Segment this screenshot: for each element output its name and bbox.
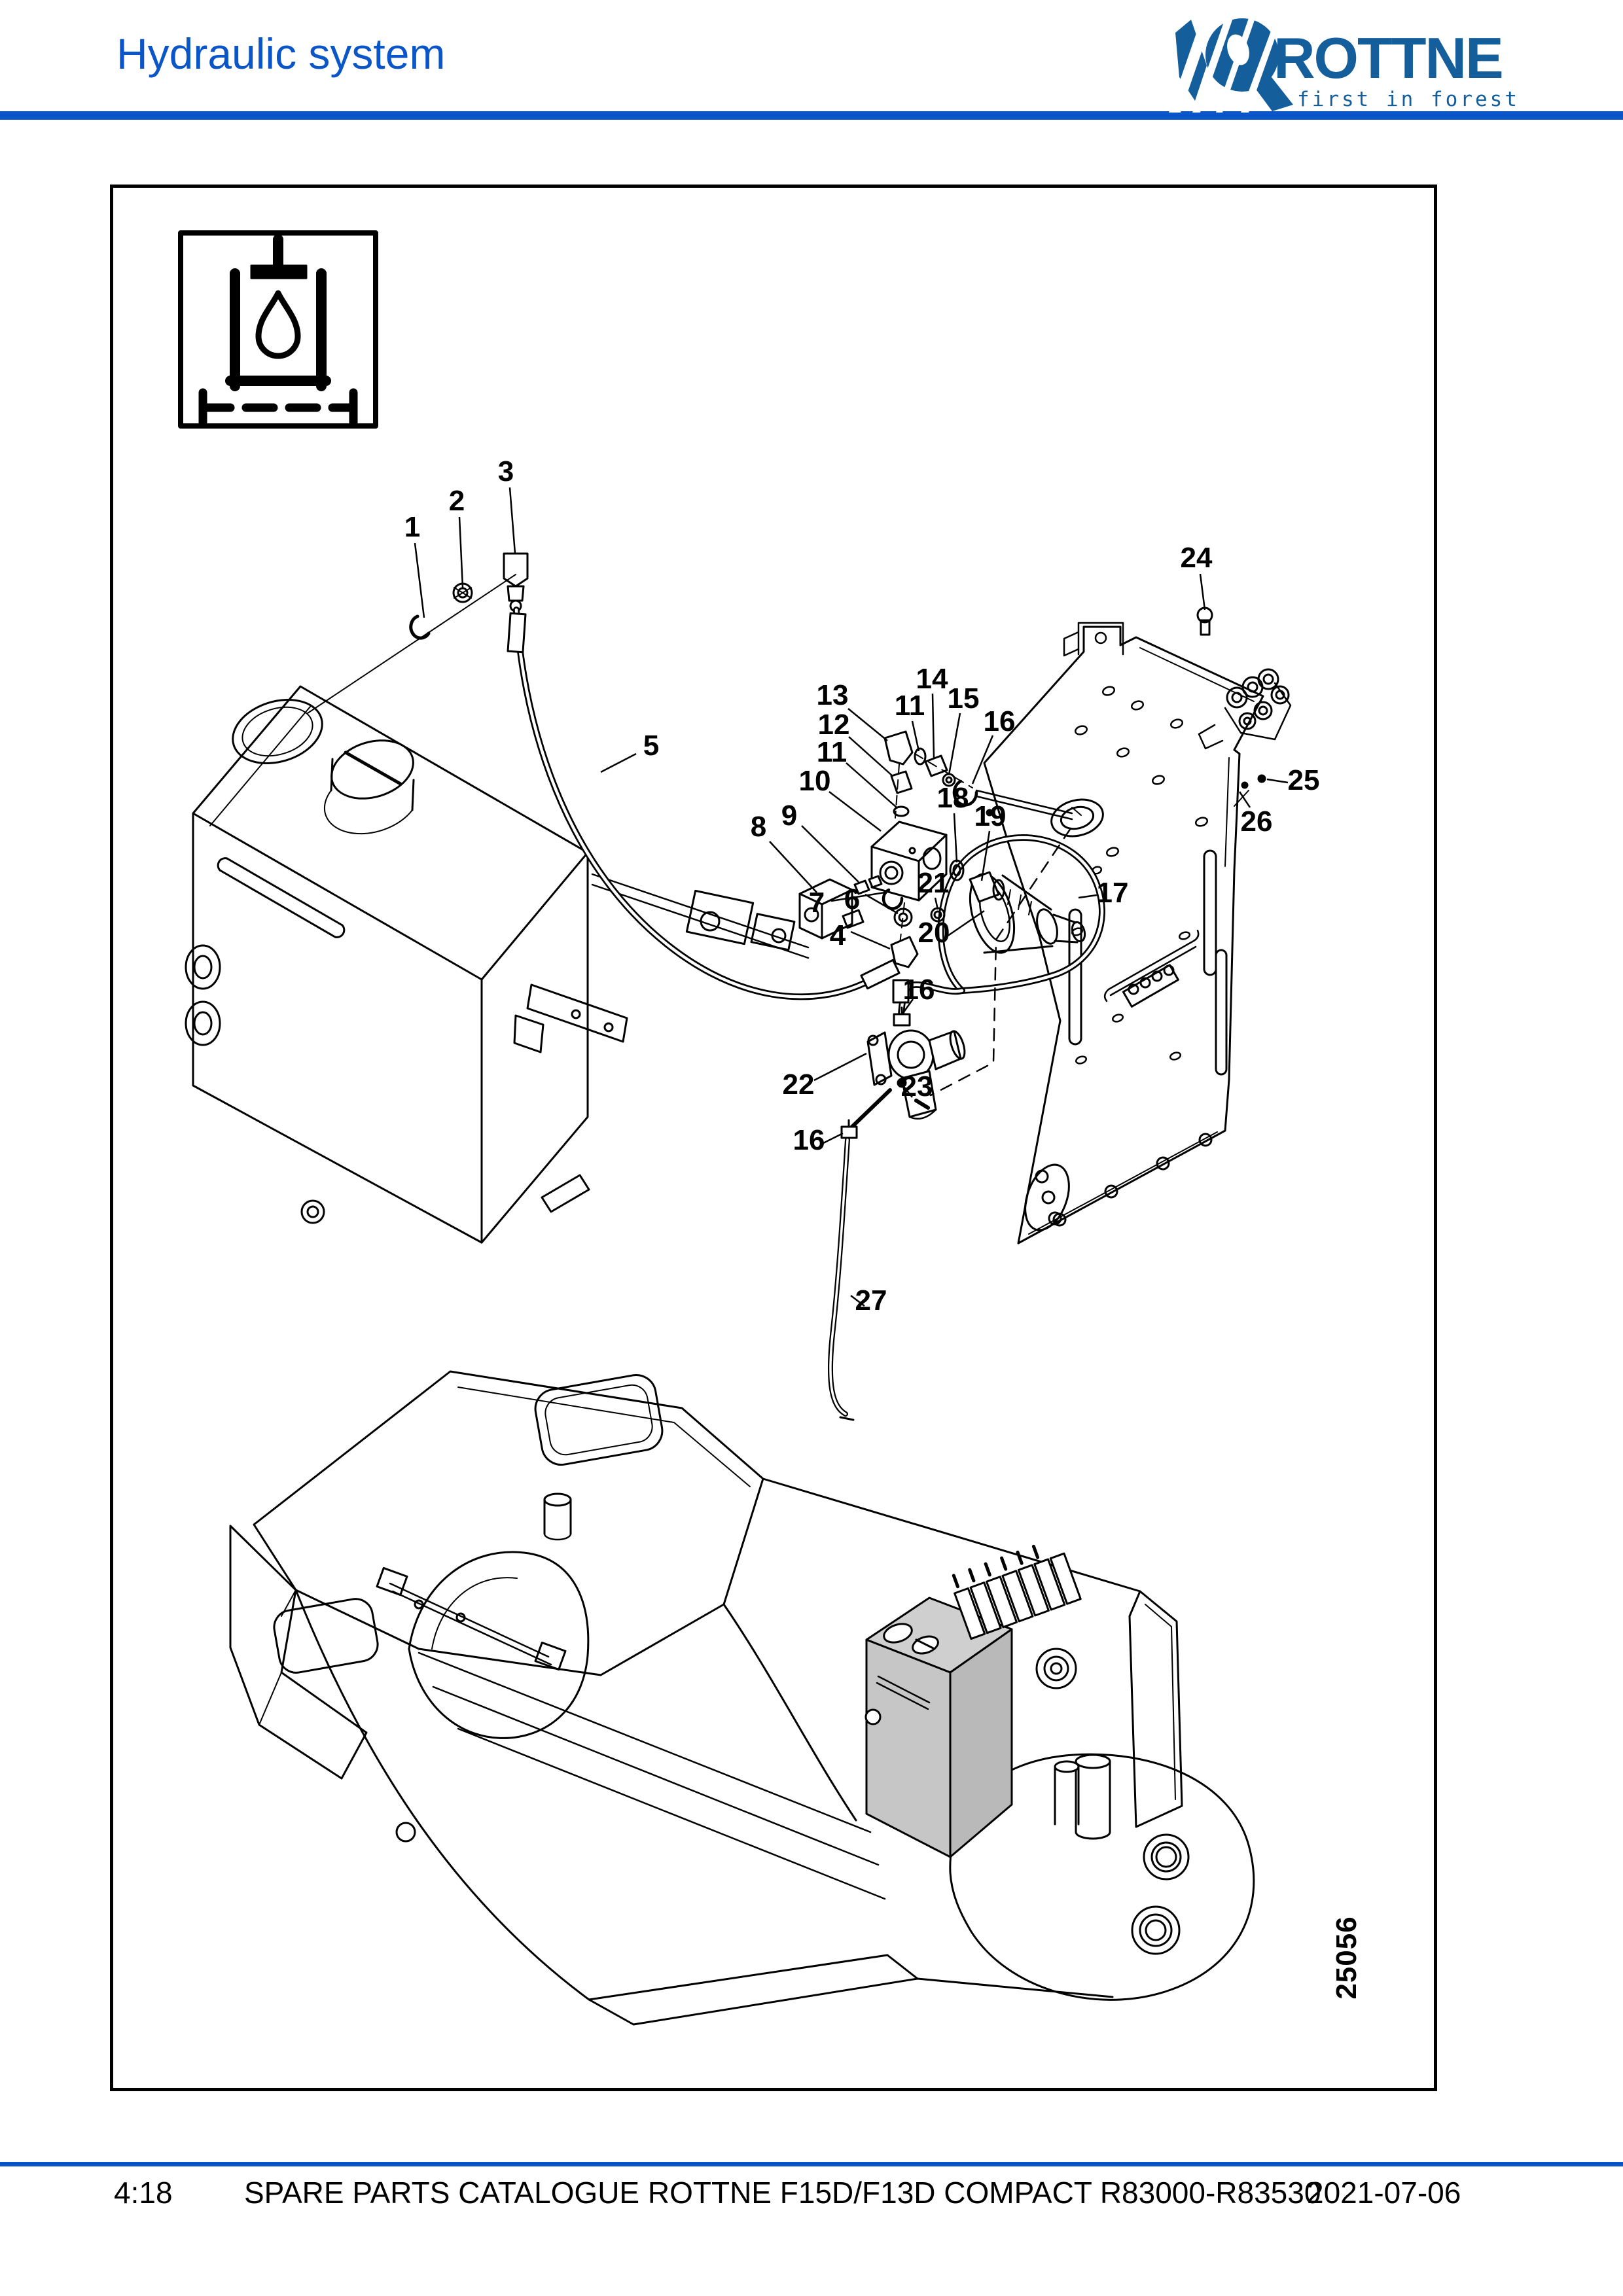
- part-number-label: 2: [448, 485, 465, 517]
- footer-page-ref: 4:18: [114, 2176, 173, 2210]
- part-number-label: 15: [947, 682, 980, 715]
- part-number-label: 18: [936, 782, 969, 814]
- part-number-label: 14: [916, 663, 948, 695]
- part-number-label: 27: [855, 1284, 887, 1316]
- footer-divider: [0, 2162, 1623, 2166]
- logo-brand-text: ROTTNE: [1274, 26, 1504, 90]
- part-number-label: 20: [918, 917, 950, 949]
- frame-plate-drawing: [983, 607, 1292, 1245]
- part-number-label: 11: [816, 736, 847, 768]
- part-number-label: 5: [643, 730, 660, 762]
- leader-lines: [414, 487, 1289, 1307]
- part-number-label: 24: [1180, 542, 1213, 574]
- footer-catalogue-title: SPARE PARTS CATALOGUE ROTTNE F15D/F13D C…: [244, 2176, 1321, 2210]
- part-number-label: 23: [901, 1070, 933, 1103]
- footer-date: 2021-07-06: [1307, 2176, 1461, 2210]
- chassis-drawing: [229, 1370, 1255, 2026]
- part-number-label: 19: [974, 800, 1007, 832]
- rottne-logo-mark-icon: [1169, 14, 1293, 113]
- hose-5-drawing: [507, 607, 901, 1000]
- figure-frame: [110, 185, 1437, 2091]
- part-number-label: 9: [781, 800, 798, 832]
- part-number-label: 3: [497, 455, 514, 487]
- pump-22-drawing: [840, 827, 1072, 1139]
- rottne-logo: ROTTNE first in forest: [1169, 14, 1522, 113]
- valve-block-drawing: [798, 730, 1005, 968]
- hydraulic-tank-drawing: [185, 574, 810, 1244]
- part-number-label: 13: [816, 679, 849, 711]
- drawing-number: 25056: [1330, 1916, 1363, 2000]
- logo-tagline: first in forest: [1297, 88, 1520, 111]
- part-number-label: 10: [798, 765, 831, 797]
- part-number-label: 11: [894, 690, 925, 722]
- part-number-label: 8: [750, 811, 767, 843]
- page-title: Hydraulic system: [116, 29, 446, 78]
- part-number-label: 17: [1096, 877, 1129, 909]
- part-number-label: 1: [404, 511, 421, 543]
- part-number-label: 16: [902, 974, 935, 1006]
- header-divider: [0, 111, 1623, 120]
- part-number-label: 6: [844, 883, 861, 915]
- part-number-label: 16: [983, 705, 1016, 737]
- tube-27-drawing: [827, 1137, 855, 1421]
- hydraulic-oil-tank-icon: [178, 230, 378, 429]
- hose-20-drawing: [892, 789, 1105, 1019]
- part-number-label: 21: [917, 867, 950, 899]
- part-number-label: 26: [1240, 805, 1273, 838]
- part-number-label: 12: [817, 709, 850, 741]
- part-number-label: 22: [782, 1069, 815, 1101]
- part-number-label: 7: [808, 887, 825, 919]
- part-number-label: 16: [793, 1124, 825, 1156]
- part-number-label: 25: [1287, 764, 1320, 796]
- part-number-label: 4: [829, 919, 846, 951]
